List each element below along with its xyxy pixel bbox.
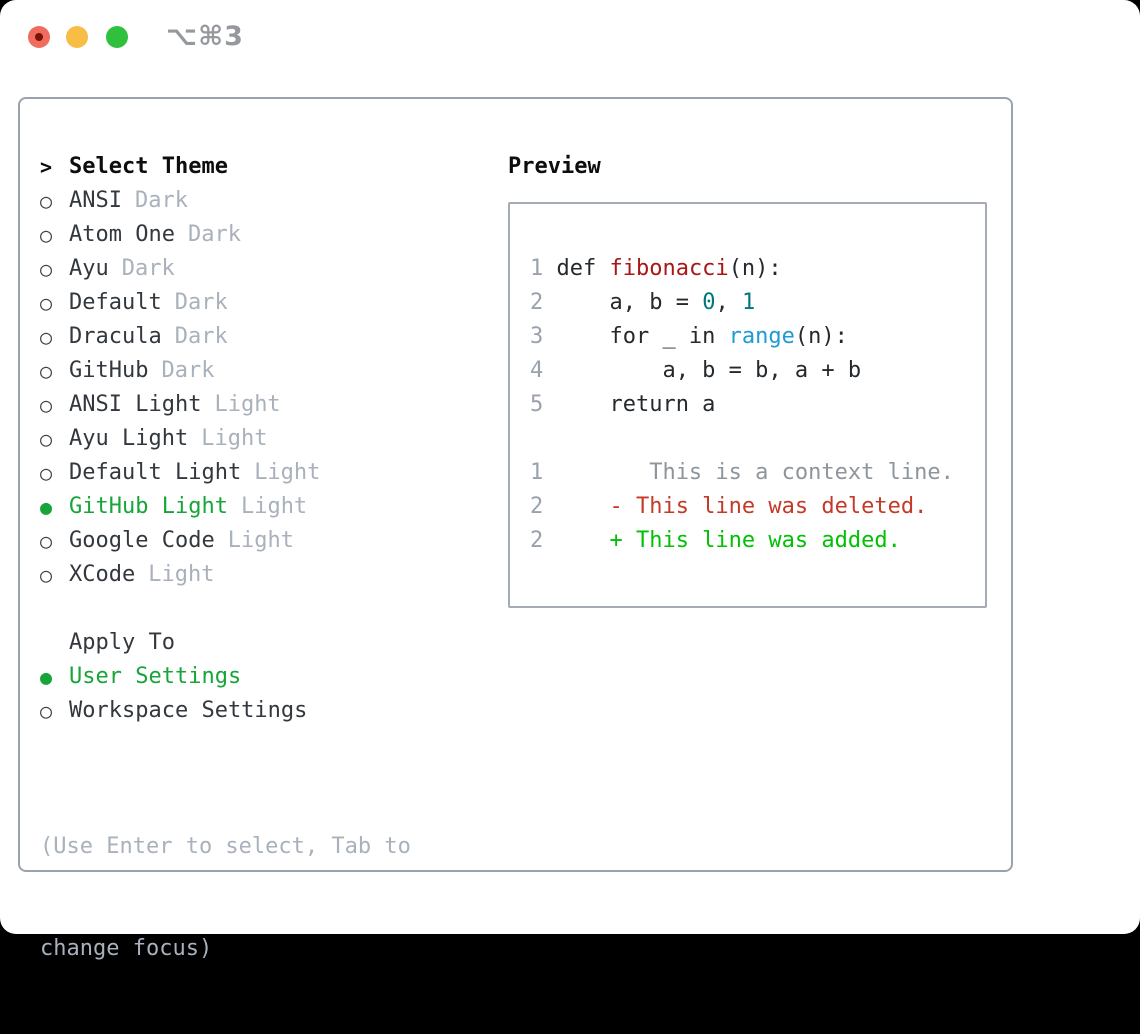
theme-item-xcode-light[interactable]: ○ XCode Light [40,558,320,592]
hint-line-1: (Use Enter to select, Tab to [40,834,411,859]
radio-icon: ○ [40,257,53,281]
apply-to-section: Apply To ● User Settings ○ Workspace Set… [40,626,307,728]
line-number: 2 [530,528,544,553]
theme-variant-tag: Light [148,562,215,587]
theme-variant-tag: Dark [121,256,175,281]
theme-list-header: > Select Theme [40,150,320,184]
builtin-name: range [728,324,795,349]
radio-icon: ○ [40,189,53,213]
apply-option-user-settings[interactable]: ● User Settings [40,660,307,694]
close-button[interactable] [28,26,50,48]
theme-item-ayu-light[interactable]: ○ Ayu Light Light [40,422,320,456]
theme-item-ayu-dark[interactable]: ○ Ayu Dark [40,252,320,286]
theme-item-atom-one-dark[interactable]: ○ Atom One Dark [40,218,320,252]
theme-item-ansi-light[interactable]: ○ ANSI Light Light [40,388,320,422]
radio-icon: ○ [40,359,53,383]
radio-icon: ○ [40,427,53,451]
theme-variant-tag: Dark [161,358,215,383]
apply-option-workspace-settings[interactable]: ○ Workspace Settings [40,694,307,728]
theme-item-google-code-light[interactable]: ○ Google Code Light [40,524,320,558]
line-number: 1 [530,256,544,281]
radio-selected-icon: ● [40,665,53,689]
diff-context-line: 1 This is a context line. [530,460,954,485]
theme-variant-tag: Light [254,460,321,485]
code-line: 5 return a [530,392,716,417]
line-number: 2 [530,290,544,315]
prompt-caret-icon: > [40,155,53,179]
theme-variant-tag: Dark [174,290,228,315]
theme-item-default-light[interactable]: ○ Default Light Light [40,456,320,490]
minimize-button[interactable] [66,26,88,48]
radio-icon: ○ [40,461,53,485]
theme-item-default-dark[interactable]: ○ Default Dark [40,286,320,320]
line-number: 1 [530,460,544,485]
zoom-button[interactable] [106,26,128,48]
number-literal: 1 [741,290,756,315]
app-window: ⌥⌘3 > Select Theme ○ ANSI Dark ○ Atom On… [0,0,1140,961]
hint-line-2: change focus) [40,936,213,961]
function-name: fibonacci [609,256,729,281]
radio-icon: ○ [40,529,53,553]
radio-selected-icon: ● [40,495,53,519]
theme-variant-tag: Dark [187,222,241,247]
theme-item-ansi-dark[interactable]: ○ ANSI Dark [40,184,320,218]
line-number: 4 [530,358,544,383]
theme-item-dracula-dark[interactable]: ○ Dracula Dark [40,320,320,354]
theme-item-github-light[interactable]: ● GitHub Light Light [40,490,320,524]
apply-to-title: Apply To [69,630,175,655]
line-number: 3 [530,324,544,349]
theme-variant-tag: Light [240,494,308,519]
diff-added-line: 2 + This line was added. [530,528,901,553]
radio-icon: ○ [40,699,53,723]
line-number: 5 [530,392,544,417]
radio-icon: ○ [40,563,53,587]
radio-icon: ○ [40,393,53,417]
preview-title: Preview [508,154,601,179]
theme-variant-tag: Dark [134,188,188,213]
keyboard-hint: (Use Enter to select, Tab to change focu… [40,762,411,1034]
radio-icon: ○ [40,223,53,247]
line-number: 2 [530,494,544,519]
diff-deleted-line: 2 - This line was deleted. [530,494,928,519]
theme-variant-tag: Dark [174,324,228,349]
theme-list-title: Select Theme [69,154,228,179]
radio-icon: ○ [40,291,53,315]
window-title: ⌥⌘3 [166,21,244,52]
code-line: 3 for _ in range(n): [530,324,848,349]
theme-variant-tag: Light [227,528,294,553]
radio-icon: ○ [40,325,53,349]
theme-variant-tag: Light [201,426,268,451]
theme-selector-panel: > Select Theme ○ ANSI Dark ○ Atom One Da… [18,97,1013,961]
theme-list: > Select Theme ○ ANSI Dark ○ Atom One Da… [40,150,320,592]
number-literal: 0 [702,290,716,315]
theme-item-github-dark[interactable]: ○ GitHub Dark [40,354,320,388]
apply-to-header: Apply To [40,626,307,660]
blank-line [530,422,985,456]
titlebar: ⌥⌘3 [0,0,1140,74]
code-line: 2 a, b = 0, 1 [530,290,756,315]
code-line: 4 a, b = b, a + b [530,358,862,383]
theme-variant-tag: Light [214,392,281,417]
